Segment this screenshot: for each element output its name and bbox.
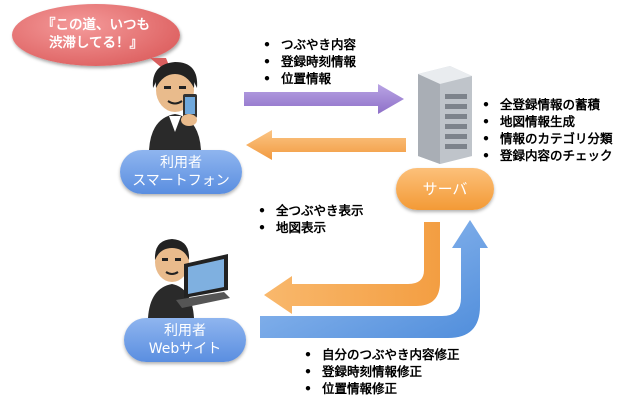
response-arrow (246, 130, 406, 160)
speech-bubble-line1: 『この道、いつも (42, 17, 150, 33)
server-label-text: サーバ (422, 180, 468, 198)
server-task: 情報のカテゴリ分類 (482, 130, 613, 147)
web-user-label: 利用者 Webサイト (124, 318, 246, 362)
display-item: 全つぶやき表示 (258, 202, 364, 219)
edit-item: 登録時刻情報修正 (304, 363, 460, 380)
upload-item: 登録時刻情報 (263, 53, 356, 70)
edit-arrow (260, 220, 488, 338)
speech-bubble: 『この道、いつも 渋滞してる！』 (12, 4, 180, 66)
upload-item: 位置情報 (263, 70, 356, 87)
server-task: 登録内容のチェック (482, 147, 613, 164)
web-user-line2: Webサイト (148, 341, 222, 357)
smartphone-user-line1: 利用者 (160, 155, 202, 171)
server-task: 地図情報生成 (482, 113, 613, 130)
web-user-icon (148, 239, 230, 318)
display-arrow (264, 222, 440, 314)
speech-bubble-line2: 渋滞してる！』 (48, 35, 144, 51)
smartphone-user-line2: スマートフォン (132, 173, 230, 189)
smartphone-user-label: 利用者 スマートフォン (120, 150, 242, 194)
server-label: サーバ (396, 168, 494, 210)
server-tasks-list: 全登録情報の蓄積 地図情報生成 情報のカテゴリ分類 登録内容のチェック (482, 96, 613, 164)
server-task: 全登録情報の蓄積 (482, 96, 613, 113)
edit-item: 自分のつぶやき内容修正 (304, 346, 460, 363)
server-icon (418, 66, 472, 164)
display-item: 地図表示 (258, 219, 364, 236)
smartphone-user-icon (149, 62, 201, 150)
upload-arrow (244, 84, 404, 114)
web-user-line1: 利用者 (164, 323, 206, 339)
upload-item: つぶやき内容 (263, 36, 356, 53)
edit-items-list: 自分のつぶやき内容修正 登録時刻情報修正 位置情報修正 (304, 346, 460, 397)
display-items-list: 全つぶやき表示 地図表示 (258, 202, 364, 236)
edit-item: 位置情報修正 (304, 380, 460, 397)
upload-items-list: つぶやき内容 登録時刻情報 位置情報 (263, 36, 356, 87)
